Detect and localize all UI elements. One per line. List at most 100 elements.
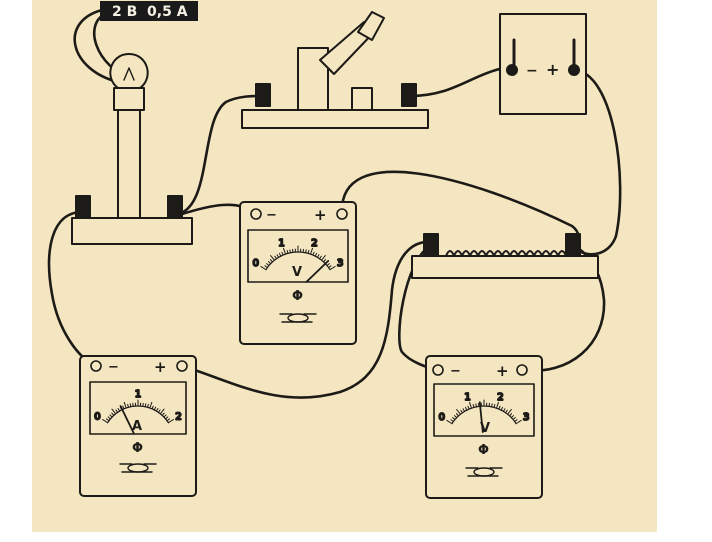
voltmeter_top-scale-label: 2 bbox=[311, 238, 317, 249]
ammeter-scale-label: 2 bbox=[175, 411, 181, 422]
voltmeter_right-tick bbox=[505, 409, 508, 414]
voltmeter_top-tick bbox=[289, 249, 291, 254]
ammeter-tick bbox=[151, 405, 154, 410]
voltmeter_right-tick bbox=[450, 419, 454, 423]
ammeter-tick bbox=[109, 414, 113, 418]
voltmeter-top-symbol: Φ bbox=[292, 289, 303, 304]
voltmeter-top-adjust-screw[interactable] bbox=[287, 313, 309, 323]
ammeter-needle bbox=[119, 405, 135, 434]
voltmeter-top-plus-terminal[interactable] bbox=[336, 208, 348, 220]
battery-icon bbox=[499, 13, 587, 115]
battery-minus-sign: − bbox=[526, 63, 538, 79]
voltmeter_top-tick bbox=[323, 259, 327, 263]
rheostat bbox=[411, 233, 599, 279]
voltmeter-right-plus-sign: + bbox=[496, 362, 509, 380]
voltmeter_right-tick bbox=[493, 403, 496, 408]
ammeter-tick bbox=[129, 403, 132, 408]
voltmeter_top-tick bbox=[269, 259, 273, 263]
battery-plus-sign: + bbox=[546, 60, 559, 79]
voltmeter_right-tick bbox=[456, 409, 461, 415]
voltmeter_top-tick bbox=[281, 251, 284, 256]
switch-jaw bbox=[351, 87, 373, 111]
voltmeter_top-tick bbox=[267, 261, 272, 265]
voltmeter_top-tick bbox=[264, 265, 268, 269]
ammeter-tick bbox=[127, 403, 129, 408]
voltmeter_right-tick bbox=[464, 406, 468, 411]
ammeter-tick bbox=[122, 405, 125, 410]
voltmeter_right-scale-label: 0 bbox=[439, 412, 445, 423]
voltmeter_right-needle bbox=[478, 401, 484, 433]
ammeter-tick bbox=[107, 416, 111, 420]
voltmeter-top-minus-sign: − bbox=[266, 208, 277, 223]
ammeter-adjust-screw[interactable] bbox=[127, 463, 149, 473]
binding-post-icon[interactable] bbox=[565, 233, 581, 257]
voltmeter_top-tick bbox=[260, 265, 267, 271]
voltmeter-right-plus-terminal[interactable] bbox=[516, 364, 528, 376]
wire-battery-to-rheostat bbox=[572, 68, 622, 256]
voltmeter_right-tick bbox=[514, 419, 518, 423]
voltmeter_right-tick bbox=[510, 415, 515, 419]
voltmeter_top-tick bbox=[276, 254, 280, 258]
binding-post-icon[interactable] bbox=[167, 195, 183, 219]
voltmeter_top-tick bbox=[319, 255, 322, 260]
ammeter-tick bbox=[111, 412, 115, 416]
voltmeter_top-tick bbox=[326, 263, 330, 267]
wire-lamp-lead-left bbox=[73, 8, 120, 84]
voltmeter_top-scale-label: 1 bbox=[278, 238, 284, 249]
ammeter-scale: 0 1 2 bbox=[93, 388, 183, 434]
voltmeter_right-tick bbox=[495, 401, 499, 409]
ammeter-tick bbox=[144, 403, 147, 408]
voltmeter_top-scale-label: 0 bbox=[253, 258, 259, 269]
voltmeter_right-tick bbox=[498, 405, 501, 410]
voltmeter_top-needle bbox=[305, 259, 330, 283]
voltmeter_right-tick bbox=[469, 401, 473, 409]
ammeter-tick bbox=[111, 408, 117, 415]
ammeter-tick bbox=[117, 407, 121, 412]
ammeter-tick bbox=[161, 412, 165, 416]
ammeter-tick bbox=[106, 418, 110, 422]
voltmeter-top-minus-terminal[interactable] bbox=[250, 208, 262, 220]
ammeter-plus-terminal[interactable] bbox=[176, 360, 188, 372]
voltmeter-right-face bbox=[433, 383, 535, 437]
voltmeter_top-tick bbox=[283, 247, 287, 255]
voltmeter_top-tick bbox=[278, 252, 282, 257]
battery-plus-terminal[interactable] bbox=[568, 64, 580, 76]
wire-ammeter-to-rheostat bbox=[180, 240, 434, 399]
switch-handle bbox=[357, 11, 385, 41]
voltmeter_right-tick bbox=[475, 403, 477, 408]
binding-post-icon[interactable] bbox=[75, 195, 91, 219]
voltmeter_right-tick bbox=[502, 408, 506, 412]
voltmeter_right-tick bbox=[462, 408, 466, 412]
voltmeter_right-scale-label: 1 bbox=[464, 392, 470, 403]
voltmeter_top-tick bbox=[270, 255, 275, 261]
ammeter-minus-terminal[interactable] bbox=[90, 360, 102, 372]
lamp-label-box bbox=[100, 1, 198, 21]
binding-post-icon[interactable] bbox=[255, 83, 271, 107]
voltmeter_right-tick bbox=[452, 417, 456, 421]
ammeter-scale-label: 1 bbox=[135, 389, 141, 400]
ammeter-plus-sign: + bbox=[154, 358, 167, 376]
voltmeter_right-tick bbox=[472, 403, 475, 408]
battery-minus-terminal[interactable] bbox=[506, 64, 518, 76]
ammeter-tick bbox=[155, 407, 159, 412]
lamp-stand bbox=[117, 107, 141, 219]
voltmeter_top-tick bbox=[312, 251, 315, 256]
ammeter-scale-label: 0 bbox=[94, 411, 100, 422]
binding-post-icon[interactable] bbox=[401, 83, 417, 107]
lamp-socket bbox=[113, 87, 145, 111]
voltmeter_top-tick bbox=[316, 254, 320, 258]
voltmeter-right-minus-terminal[interactable] bbox=[432, 364, 444, 376]
ammeter-tick bbox=[163, 414, 167, 418]
ammeter-tick bbox=[165, 416, 169, 420]
voltmeter-right-adjust-screw[interactable] bbox=[473, 467, 495, 477]
lamp-label: 2 B 0,5 A bbox=[112, 4, 188, 20]
ammeter-tick bbox=[123, 401, 127, 409]
ammeter-minus-sign: − bbox=[108, 360, 119, 375]
voltmeter_right-tick bbox=[512, 417, 516, 421]
knife-switch-icon[interactable] bbox=[241, 11, 429, 129]
ammeter-tick bbox=[147, 403, 149, 408]
binding-post-icon[interactable] bbox=[423, 233, 439, 257]
voltmeter-top-plus-sign: + bbox=[314, 206, 327, 224]
